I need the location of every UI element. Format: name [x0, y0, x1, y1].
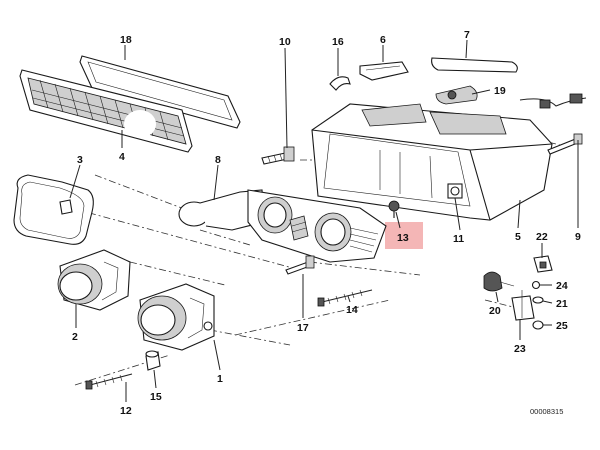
part-18-lens-frame: [79, 55, 241, 129]
callout-3: 3: [77, 154, 83, 166]
callout-15: 15: [150, 391, 162, 403]
callout-labels: 18 4 3 8 10 16 6 7 19 9 5 11 13 22 24 21…: [72, 29, 581, 417]
callout-21: 21: [556, 298, 568, 310]
callout-10: 10: [279, 36, 291, 48]
callout-2: 2: [72, 331, 78, 343]
part-3-sealed-beam: [13, 174, 94, 245]
callout-11: 11: [453, 233, 464, 245]
part-4-headlight-lens: [19, 69, 193, 153]
callout-16: 16: [332, 36, 344, 48]
part-16-clip: [329, 76, 351, 91]
part-24-screw: [531, 280, 541, 290]
callout-19: 19: [494, 85, 506, 97]
part-17-adjusting-screw: [285, 255, 315, 275]
callout-4: 4: [119, 151, 125, 163]
part-19-bulb-holder: [435, 85, 478, 105]
part-7-gasket-strip: [431, 57, 518, 73]
part-11-adjuster-nut: [447, 183, 463, 199]
part-8-housing-bracket: [178, 189, 387, 263]
callout-8: 8: [215, 154, 221, 166]
part-6-cover-plate: [359, 61, 409, 81]
callout-12: 12: [120, 405, 132, 417]
callout-22: 22: [536, 231, 548, 243]
callout-14: 14: [346, 304, 358, 316]
callout-13: 13: [397, 232, 409, 244]
callout-18: 18: [120, 34, 132, 46]
part-1-headlamp-unit: [137, 283, 215, 351]
part-5-main-housing: [311, 93, 587, 221]
callout-23: 23: [514, 343, 526, 355]
catalog-number: 00008315: [530, 407, 563, 416]
part-13-highlight: [385, 222, 423, 249]
callout-5: 5: [515, 231, 521, 243]
leader-lines: [69, 39, 579, 402]
callout-24: 24: [556, 280, 568, 292]
part-25-nut: [532, 320, 544, 330]
part-21-washer: [532, 296, 544, 304]
callout-9: 9: [575, 231, 581, 243]
part-20-knob: [483, 271, 515, 292]
part-2-headlamp-unit: [57, 249, 131, 311]
part-12-long-bolt: [85, 373, 133, 390]
callout-17: 17: [297, 322, 309, 334]
part-23-bracket: [511, 290, 535, 321]
callout-25: 25: [556, 320, 568, 332]
part-10-adjusting-screw: [261, 146, 295, 165]
callout-7: 7: [464, 29, 470, 41]
callout-1: 1: [217, 373, 223, 385]
part-9-screw: [547, 133, 583, 155]
callout-20: 20: [489, 305, 501, 317]
part-14-long-bolt: [317, 289, 373, 307]
part-15-sleeve: [145, 350, 161, 371]
part-13-screw: [388, 200, 400, 218]
part-22-clip: [533, 255, 553, 273]
callout-6: 6: [380, 34, 386, 46]
